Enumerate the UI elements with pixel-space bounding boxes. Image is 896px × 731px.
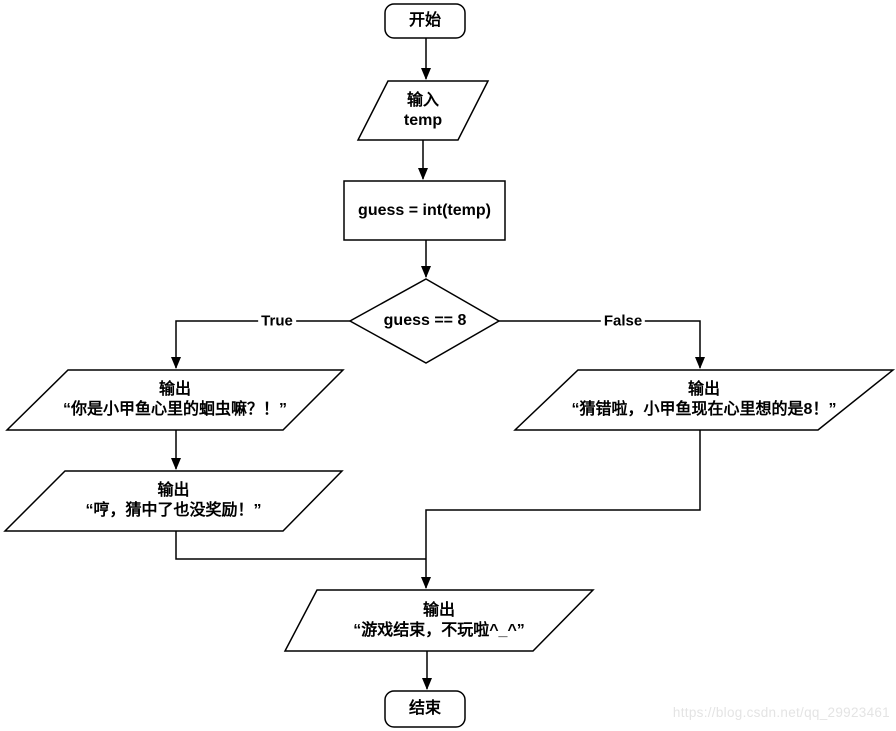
process-node-shape xyxy=(343,180,506,241)
true-edge-label: True xyxy=(258,312,296,330)
output-no-reward-shape xyxy=(3,470,344,532)
edge-right-merge-to-gameover xyxy=(421,430,701,589)
end-node-shape xyxy=(384,690,466,728)
input-node-shape xyxy=(356,80,490,141)
watermark-text: https://blog.csdn.net/qq_29923461 xyxy=(672,705,890,720)
output-right-guess-shape xyxy=(5,369,345,431)
false-edge-label: False xyxy=(600,312,646,330)
start-node-shape xyxy=(384,3,466,39)
decision-node-shape xyxy=(348,278,501,364)
edge-decision-false xyxy=(499,320,705,369)
output-wrong-guess-shape xyxy=(513,369,896,431)
output-game-over-shape xyxy=(283,589,595,652)
edge-left-merge xyxy=(175,531,426,560)
